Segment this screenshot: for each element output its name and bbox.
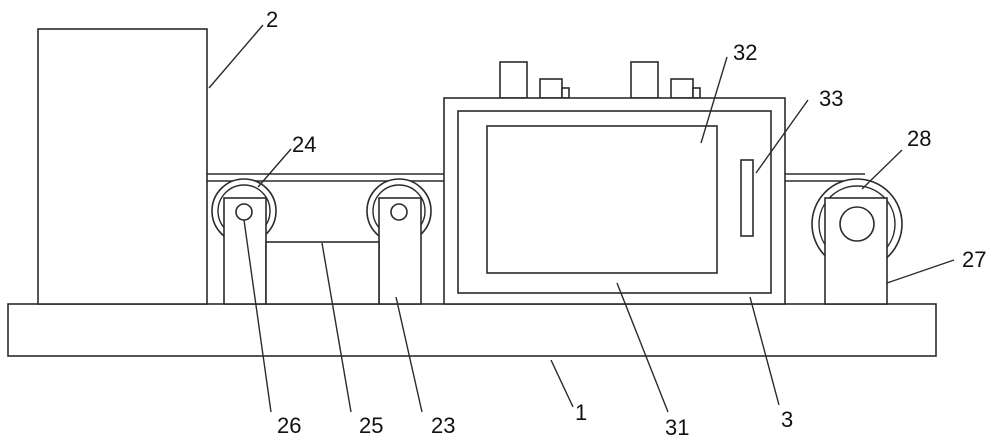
label-33: 33 (819, 86, 843, 111)
leader-2 (208, 24, 264, 89)
base-plate (7, 303, 937, 357)
label-25: 25 (359, 413, 383, 438)
leader-25 (321, 242, 352, 413)
axle-right (839, 206, 875, 242)
label-2: 2 (266, 7, 278, 32)
leader-28 (861, 149, 903, 190)
label-26: 26 (277, 413, 301, 438)
label-31: 31 (665, 415, 689, 440)
axle-left (235, 203, 253, 221)
label-28: 28 (907, 126, 931, 151)
label-27: 27 (962, 247, 986, 272)
label-1: 1 (575, 400, 587, 425)
leader-1 (550, 359, 574, 408)
leader-26 (243, 219, 272, 413)
door-handle (740, 159, 754, 237)
hopper-box (37, 28, 208, 305)
axle-middle (390, 203, 408, 221)
leader-lines (208, 24, 955, 413)
leader-23 (395, 296, 423, 413)
top-fittings (499, 61, 701, 99)
leader-27 (886, 259, 955, 284)
leader-32 (700, 56, 728, 144)
leader-24 (257, 148, 292, 188)
connecting-plate (265, 241, 380, 305)
label-32: 32 (733, 40, 757, 65)
window-panel (486, 125, 718, 274)
label-24: 24 (292, 132, 316, 157)
leader-31 (616, 282, 669, 413)
leader-3 (749, 296, 780, 406)
label-3: 3 (781, 407, 793, 432)
label-23: 23 (431, 413, 455, 438)
leader-33 (755, 99, 809, 174)
reference-labels: 2 24 32 33 28 27 26 25 23 1 31 3 (266, 7, 986, 440)
